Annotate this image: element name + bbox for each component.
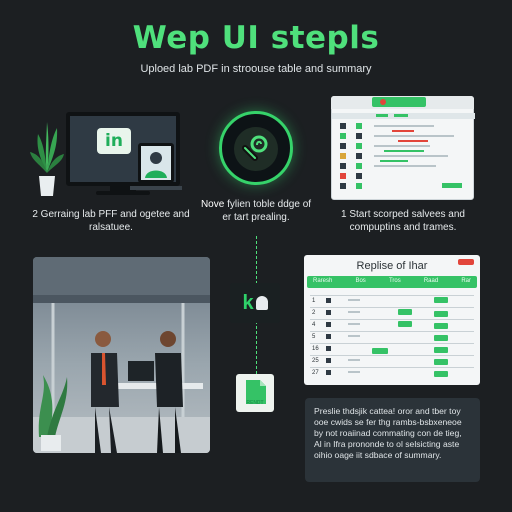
table-toolbar bbox=[458, 259, 474, 265]
record-icon bbox=[380, 99, 386, 105]
document-label: RENDT bbox=[246, 400, 264, 406]
step-3-text: 1 Start scorped salvees and compuptins a… bbox=[341, 209, 465, 233]
screenshot-tab bbox=[372, 97, 426, 107]
stethoscope-icon bbox=[234, 127, 278, 171]
tablet-graphic bbox=[138, 143, 174, 183]
table-row-label: 1 bbox=[312, 298, 316, 304]
table-row-label: 2 bbox=[312, 310, 316, 316]
step-2-body: fylien toble ddge of er tart prealing. bbox=[222, 199, 312, 223]
k-tile-letter: k bbox=[242, 291, 254, 314]
page-subtitle: Uploed lab PDF in stroouse table and sum… bbox=[140, 63, 372, 75]
desk-graphic bbox=[130, 186, 182, 190]
summary-panel: Preslie thdsjik cattea! oror and tber to… bbox=[305, 398, 480, 482]
table-row-label: 16 bbox=[312, 346, 319, 352]
table-title: Replise of Ihar bbox=[356, 260, 428, 272]
step-1-text: 2 Gerraing lab PFF and ogetee and ralsat… bbox=[32, 209, 190, 233]
office-photo bbox=[33, 257, 210, 453]
step-2-highlight: Nove bbox=[200, 199, 225, 210]
app-screenshot bbox=[331, 96, 475, 200]
document-icon bbox=[236, 374, 274, 412]
column-header: Rar bbox=[461, 278, 471, 284]
table-row-label: 25 bbox=[312, 358, 319, 364]
column-header: Tros bbox=[388, 278, 401, 284]
monitor-stand bbox=[110, 186, 136, 192]
table-header-row: Raresh Bos Tros Raad Rar bbox=[307, 276, 477, 288]
table-row-label: 27 bbox=[312, 370, 319, 376]
table-row-label: 4 bbox=[312, 322, 316, 328]
k-tile: k bbox=[230, 283, 280, 323]
monitor-base bbox=[96, 191, 150, 195]
page-title: Wep UI stepls bbox=[132, 20, 380, 56]
table-header-cells: Raresh Bos Tros Raad Rar bbox=[307, 276, 477, 286]
column-header: Bos bbox=[355, 278, 366, 284]
in-logo-icon: in bbox=[97, 128, 131, 154]
column-header: Raad bbox=[423, 278, 439, 284]
table-rows: 1 2 4 5 16 25 27 bbox=[312, 295, 324, 379]
column-header: Raresh bbox=[313, 278, 333, 284]
user-icon bbox=[255, 296, 268, 310]
step-2-text: Nove fylien toble ddge of er tart preali… bbox=[200, 198, 312, 224]
results-table-panel: 1 2 4 5 16 25 27 bbox=[304, 255, 480, 385]
table-row-label: 5 bbox=[312, 334, 316, 340]
plant-icon bbox=[30, 122, 64, 196]
